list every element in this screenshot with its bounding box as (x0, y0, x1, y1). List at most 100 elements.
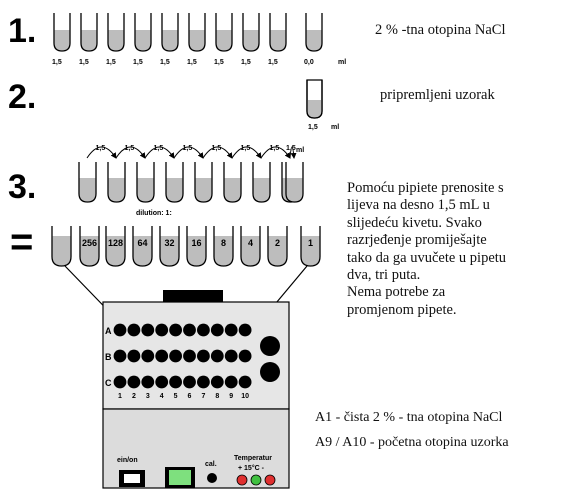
legend-line-a1: A1 - čista 2 % - tna otopina NaCl (315, 410, 503, 425)
dilution-tube (51, 226, 72, 267)
large-well-top (260, 336, 280, 356)
dilution-factor: 16 (191, 238, 201, 248)
transfer-volume: 1,5 (125, 145, 135, 152)
solvent-tube (242, 13, 260, 52)
well[interactable] (210, 323, 224, 337)
instruction-line: dva, tri puta. (347, 267, 421, 284)
dilution-factor: 2 (275, 238, 280, 248)
dilution-tube (79, 226, 100, 267)
tube-volume-label: 1,5 (160, 59, 170, 66)
well[interactable] (141, 375, 155, 389)
well[interactable] (141, 323, 155, 337)
well[interactable] (183, 323, 196, 337)
well[interactable] (197, 349, 210, 363)
well[interactable] (238, 323, 252, 337)
well[interactable] (210, 349, 224, 363)
well[interactable] (197, 375, 210, 389)
step-1-unit: ml (338, 59, 346, 66)
well[interactable] (113, 349, 127, 363)
column-number: 4 (160, 393, 164, 400)
step-3-number: 3. (8, 168, 37, 206)
device-handle (163, 290, 223, 303)
well[interactable] (210, 375, 224, 389)
well[interactable] (127, 323, 141, 337)
instruction-line: Nema potrebe za (347, 284, 446, 301)
well[interactable] (224, 375, 238, 389)
instruction-line: lijeva na desno 1,5 mL u (347, 197, 490, 214)
step-2-number: 2. (8, 78, 37, 116)
well[interactable] (127, 375, 141, 389)
temp-status-led (250, 474, 262, 486)
transfer-arrow (173, 146, 204, 159)
well[interactable] (169, 323, 183, 337)
transfer-tube (252, 162, 271, 203)
solvent-tube (161, 13, 179, 52)
instruction-line: razrjeđenje promiješajte (347, 232, 487, 249)
tube-volume-label: 1,5 (79, 59, 89, 66)
well[interactable] (224, 323, 238, 337)
dilution-tube (159, 226, 180, 267)
instruction-line: Pomoću pipiete prenosite s (347, 180, 504, 196)
transfer-volume: 1,5 (212, 145, 222, 152)
solvent-tube (305, 13, 323, 52)
well[interactable] (155, 323, 169, 337)
solvent-tube (215, 13, 233, 52)
column-number: 9 (229, 393, 233, 400)
well[interactable] (113, 323, 127, 337)
well[interactable] (183, 375, 196, 389)
solvent-tube (134, 13, 152, 52)
well[interactable] (238, 375, 252, 389)
row-label-c: C (105, 378, 112, 388)
solvent-tube (80, 13, 98, 52)
column-number: 7 (201, 393, 205, 400)
legend-line-a9-a10: A9 / A10 - početna otopina uzorka (315, 435, 509, 450)
dilution-factor: 32 (164, 238, 174, 248)
transfer-volume: 1,5 (241, 145, 251, 152)
power-label: ein/on (117, 457, 138, 464)
well[interactable] (127, 349, 141, 363)
well[interactable] (197, 323, 210, 337)
cal-label: cal. (205, 461, 217, 468)
transfer-tube (107, 162, 126, 203)
step-3-instructions: Pomoću pipiete prenosite s lijeva na des… (347, 180, 557, 319)
tube-volume-label: 1,5 (214, 59, 224, 66)
equals-sign: = (10, 220, 34, 264)
well[interactable] (224, 349, 238, 363)
well[interactable] (169, 349, 183, 363)
dilution-factor: 4 (248, 238, 253, 248)
dilution-factor: 8 (221, 238, 226, 248)
well[interactable] (155, 375, 169, 389)
tube-volume-label: 0,0 (304, 59, 314, 66)
well[interactable] (113, 375, 127, 389)
dilution-tube (213, 226, 234, 267)
well[interactable] (169, 375, 183, 389)
cal-button[interactable] (207, 473, 217, 483)
row-label-b: B (105, 352, 112, 362)
well[interactable] (141, 349, 155, 363)
solvent-tube (269, 13, 287, 52)
well[interactable] (238, 349, 252, 363)
temp-minus-led[interactable] (264, 474, 276, 486)
instruction-line: tako da ga uvučete u pipetu (347, 249, 507, 266)
step-3-tube-row (78, 162, 304, 203)
well[interactable] (183, 349, 196, 363)
tube-volume-label: 1,5 (133, 59, 143, 66)
transfer-arrow (202, 146, 233, 159)
transfer-arrow (86, 146, 117, 159)
transfer-volume: 1,5 (286, 145, 296, 152)
dilution-factor: 64 (137, 238, 147, 248)
dilution-tube (300, 226, 321, 267)
dilution-tube (105, 226, 126, 267)
temperature-value: + 15°C - (238, 464, 265, 472)
step-1-number: 1. (8, 12, 37, 50)
temp-plus-led[interactable] (236, 474, 248, 486)
well[interactable] (155, 349, 169, 363)
sample-unit: ml (331, 124, 339, 131)
row-label-a: A (105, 326, 112, 336)
transfer-arrow (115, 146, 146, 159)
transfer-tube (136, 162, 155, 203)
